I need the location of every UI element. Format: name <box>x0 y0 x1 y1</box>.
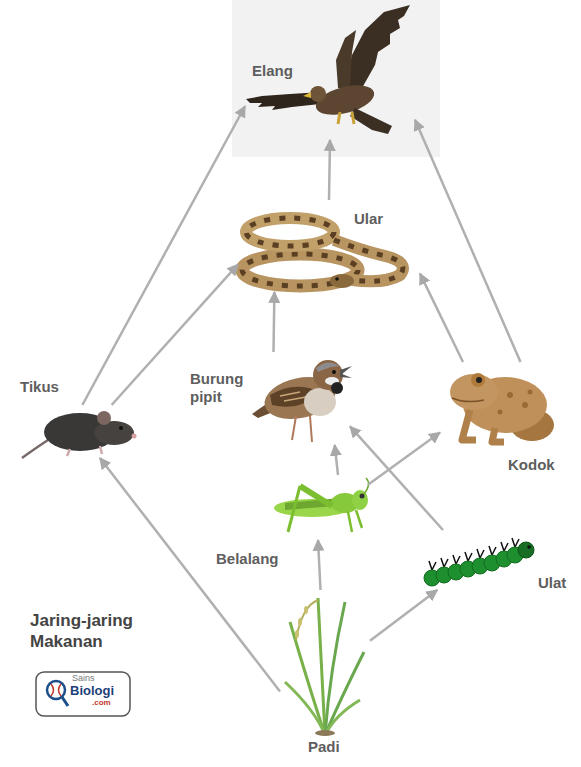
eagle-figure-part <box>303 92 311 98</box>
grasshopper-figure-part <box>360 494 365 499</box>
rat-figure-part <box>119 426 123 430</box>
organism-node: Kodok <box>440 362 555 445</box>
eagle-figure-part <box>350 108 392 134</box>
logo-badge-part <box>62 697 68 706</box>
snake-figure-part <box>330 274 354 288</box>
eagle-panel <box>232 0 440 157</box>
caterpillar-figure <box>424 538 534 586</box>
rat-figure <box>22 411 137 458</box>
rat-figure-part <box>132 434 137 439</box>
sparrow-figure-part <box>292 416 312 442</box>
toad-figure-part <box>492 428 504 442</box>
organism-label: Ular <box>354 210 383 228</box>
logo-badge <box>36 672 130 716</box>
snake-figure-part <box>335 277 339 281</box>
food-arrow <box>415 120 521 362</box>
sparrow-figure-part <box>280 392 306 401</box>
food-arrow <box>420 274 463 362</box>
rice-plant-figure-part <box>285 682 325 735</box>
organism-node: Ular <box>238 200 420 292</box>
grasshopper-figure-part <box>364 478 369 494</box>
organism-node: Ulat <box>420 530 535 590</box>
toad-figure-part <box>452 398 484 402</box>
food-arrow <box>272 292 275 352</box>
rat-figure-part <box>97 411 111 425</box>
organism-label: Kodok <box>508 456 555 474</box>
toad-figure-part <box>450 374 498 410</box>
eagle-figure-part <box>338 112 354 124</box>
sparrow-figure-part <box>316 362 340 372</box>
eagle-figure-part <box>310 86 326 102</box>
grasshopper-figure-part <box>300 486 332 506</box>
grasshopper-figure <box>274 478 369 532</box>
sparrow-figure <box>252 360 352 442</box>
snake-figure-part <box>246 218 334 246</box>
toad-figure <box>450 373 554 442</box>
rice-plant-figure-part <box>298 618 302 626</box>
logo-badge-part <box>36 672 130 716</box>
food-arrow <box>350 426 443 530</box>
logo-word: Sains <box>72 674 95 684</box>
grasshopper-figure-part <box>348 510 362 532</box>
grasshopper-figure-part <box>288 486 300 532</box>
rat-figure-part <box>22 440 48 458</box>
sparrow-figure-part <box>340 366 352 378</box>
organism-node: Padi <box>280 590 370 735</box>
rat-figure-part <box>94 421 134 445</box>
organism-label: Belalang <box>216 550 279 568</box>
logo-suffix: .com <box>92 699 111 708</box>
food-arrow <box>329 140 330 200</box>
toad-figure-part <box>476 377 482 383</box>
organism-label: Tikus <box>20 378 59 396</box>
toad-figure-part <box>528 390 533 395</box>
rice-plant-figure-part <box>295 630 299 638</box>
organism-label: Padi <box>308 738 340 756</box>
toad-figure-part <box>522 402 528 408</box>
toad-figure-part <box>498 410 503 415</box>
rice-plant-figure <box>285 598 364 736</box>
toad-figure-part <box>471 373 485 387</box>
food-arrow <box>100 458 280 692</box>
organism-node: Tikus <box>18 405 135 458</box>
rice-plant-figure-part <box>325 700 360 735</box>
rice-plant-figure-part <box>325 652 364 735</box>
toad-figure-part <box>462 410 476 440</box>
logo-word: Biologi <box>70 684 114 698</box>
food-arrow <box>335 445 338 475</box>
toad-figure-part <box>507 392 513 398</box>
diagram-title: Jaring-jaring Makanan <box>30 610 170 653</box>
organism-label: Elang <box>252 62 293 80</box>
sparrow-figure-part <box>331 382 343 394</box>
caterpillar-figure-part <box>527 545 531 549</box>
eagle-figure-part <box>345 5 410 88</box>
food-arrow <box>318 540 321 590</box>
eagle-figure-part <box>336 30 356 88</box>
rice-plant-figure-part <box>304 606 308 614</box>
rice-plant-figure-part <box>296 600 318 640</box>
sparrow-figure-part <box>304 388 336 416</box>
eagle-figure-part <box>246 92 322 110</box>
rice-plant-figure-part <box>315 730 335 736</box>
logo-badge-part <box>51 684 61 696</box>
organism-node: Burung pipit <box>248 352 350 445</box>
food-arrow <box>370 590 437 641</box>
organism-label: Burung pipit <box>190 370 248 406</box>
organism-label: Ulat <box>538 574 566 592</box>
snake-figure <box>242 218 403 288</box>
sparrow-figure-part <box>332 370 336 374</box>
logo-badge-part <box>47 681 65 699</box>
eagle-figure <box>246 5 410 134</box>
organism-node: Belalang <box>268 475 368 540</box>
organism-node: Elang <box>245 5 415 140</box>
snake-figure-part <box>246 218 334 246</box>
food-arrow <box>82 106 245 405</box>
rat-figure-part <box>67 446 102 456</box>
caterpillar-figure-part <box>518 542 534 558</box>
sparrow-figure-part <box>261 371 340 425</box>
